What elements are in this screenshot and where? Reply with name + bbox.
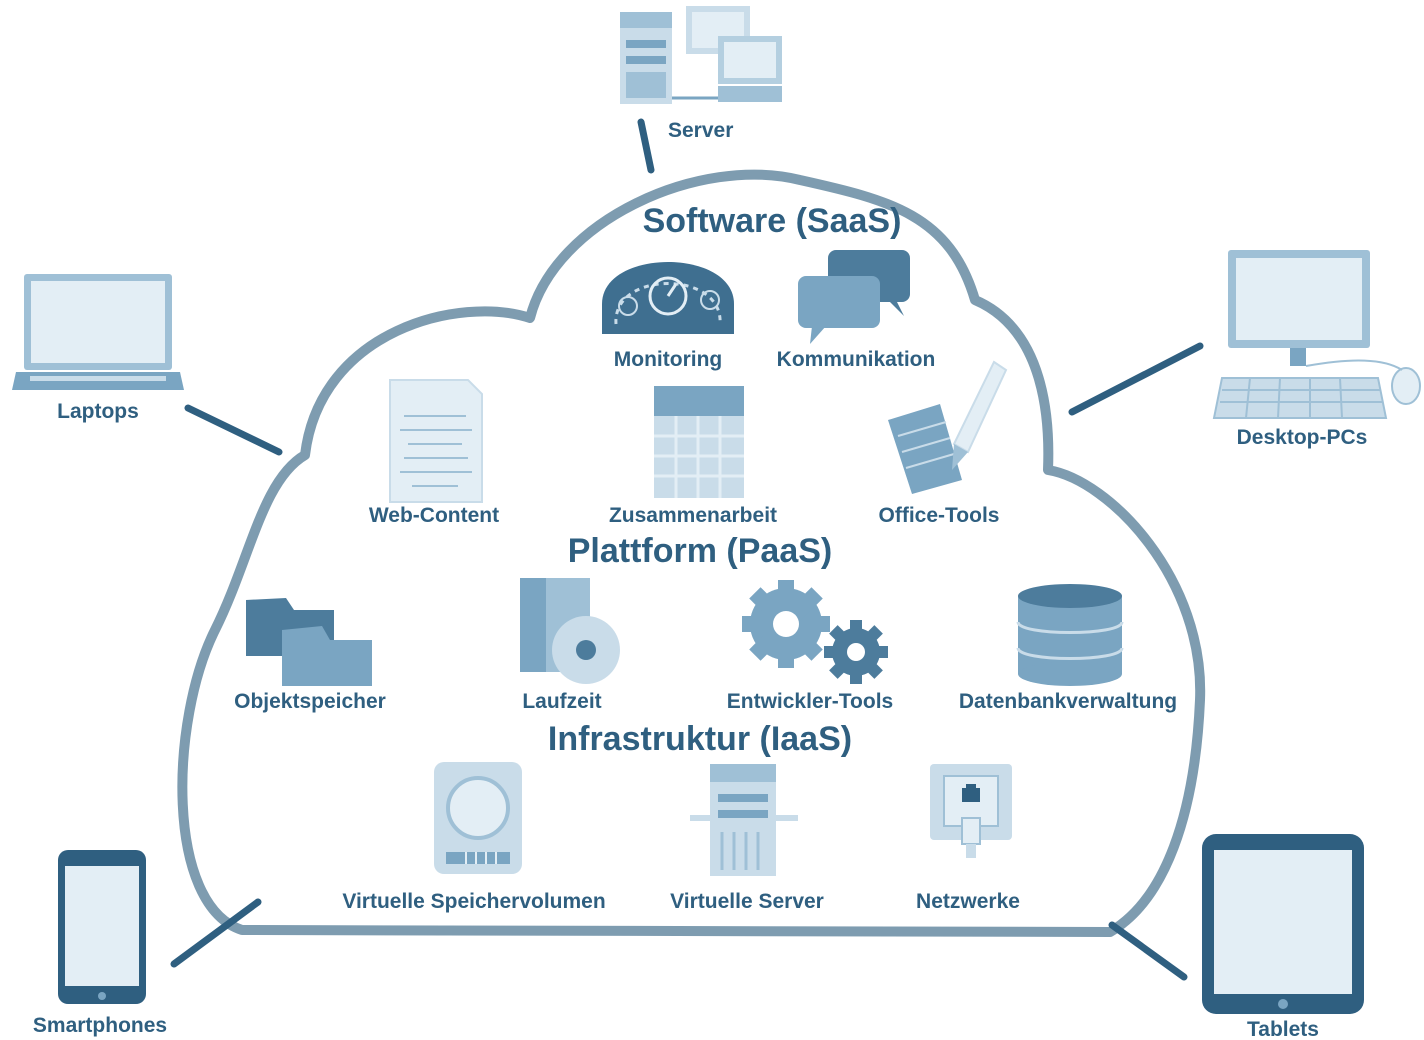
layer-title-saas: Software (SaaS) [643,202,902,240]
collaboration-calendar-icon [654,386,744,498]
cloud-outline [177,169,1206,937]
laptop-icon [12,274,184,390]
server-devices-icon [620,6,782,104]
virtual-server-rack-icon [690,764,798,876]
developer-tools-gears-icon [742,580,888,684]
connector-desktop [1068,342,1204,416]
connector-tablets [1108,921,1188,981]
label-netzwerke: Netzwerke [916,890,1020,913]
communication-chat-icon [798,250,910,344]
label-datenbankverwaltung: Datenbankverwaltung [959,690,1177,713]
tablet-icon [1202,834,1364,1014]
office-tools-pen-icon [888,360,1008,494]
label-smartphones: Smartphones [33,1014,167,1037]
label-entwickler-tools: Entwickler-Tools [727,690,893,713]
label-kommunikation: Kommunikation [777,348,936,371]
label-web-content: Web-Content [369,504,499,527]
virtual-storage-drive-icon [434,762,522,874]
network-ethernet-port-icon [930,764,1012,858]
smartphone-icon [58,850,146,1004]
connector-smartphones [170,898,262,968]
label-tablets: Tablets [1247,1018,1319,1040]
connector-server [637,118,655,174]
database-management-icon [1016,584,1124,686]
label-office-tools: Office-Tools [879,504,1000,527]
label-objektspeicher: Objektspeicher [234,690,386,713]
runtime-disc-icon [520,578,620,684]
connector-laptops [184,404,283,456]
desktop-pc-icon [1212,250,1421,419]
label-laufzeit: Laufzeit [522,690,601,713]
label-server: Server [668,119,733,142]
label-virtuelle-speichervolumen: Virtuelle Speichervolumen [342,890,605,913]
label-laptops: Laptops [57,400,139,423]
label-monitoring: Monitoring [614,348,722,371]
label-desktop-pcs: Desktop-PCs [1237,426,1368,449]
object-storage-folder-icon [246,598,372,686]
web-content-document-icon [389,379,483,503]
connectors [170,118,1204,981]
label-zusammenarbeit: Zusammenarbeit [609,504,777,527]
layer-title-iaas: Infrastruktur (IaaS) [548,720,852,758]
label-virtuelle-server: Virtuelle Server [670,890,824,913]
layer-title-paas: Plattform (PaaS) [568,532,833,570]
monitoring-gauge-icon [602,262,734,334]
